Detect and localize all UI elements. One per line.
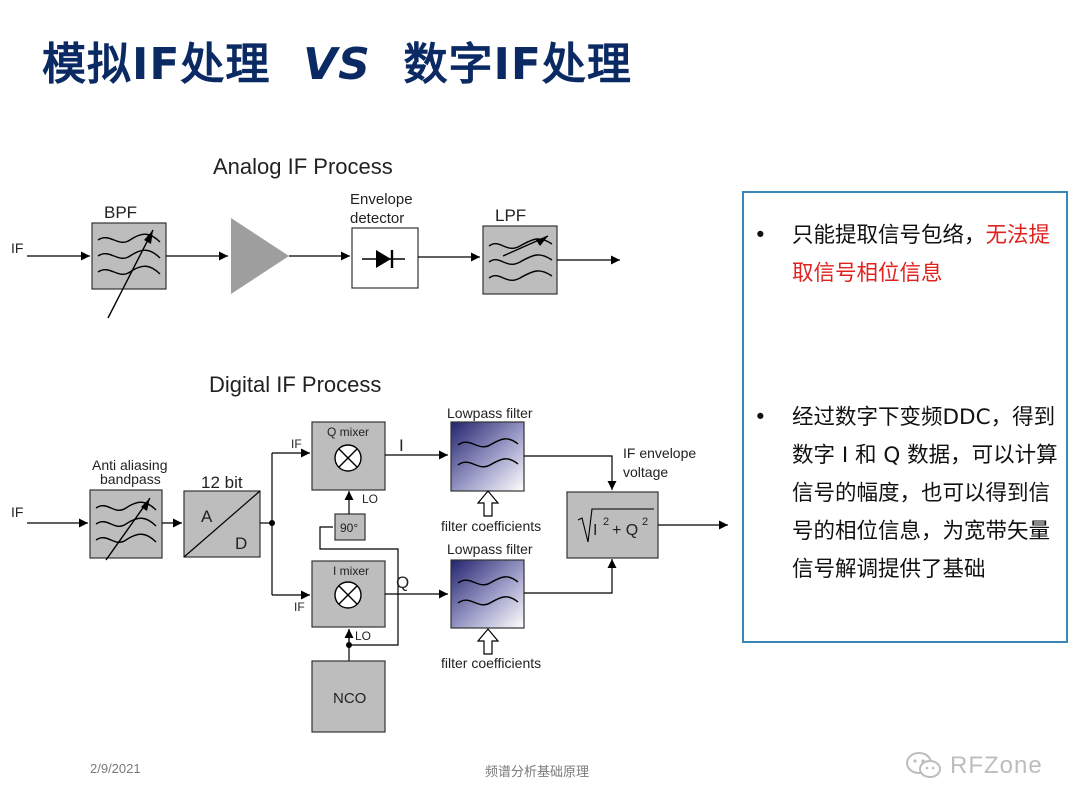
lowpass-bottom-block bbox=[450, 559, 525, 629]
i-signal-label: I bbox=[399, 436, 404, 455]
anti-alias-label-1: Anti aliasing bbox=[92, 457, 168, 473]
adc-split-wires bbox=[260, 453, 275, 595]
title-left: 模拟IF处理 bbox=[42, 39, 271, 90]
i-mixer-lo-label: LO bbox=[355, 629, 371, 643]
phase-shifter-block bbox=[334, 513, 366, 541]
adc-a: A bbox=[201, 507, 213, 526]
i-mixer-label: I mixer bbox=[333, 564, 369, 578]
envelope-out-label-1: IF envelope bbox=[623, 445, 696, 461]
envelope-compute-block bbox=[566, 491, 659, 559]
phase-shifter-label: 90° bbox=[340, 521, 358, 535]
formula-i: I bbox=[593, 522, 597, 539]
footer-date: 2/9/2021 bbox=[90, 761, 141, 776]
amplifier-triangle bbox=[231, 218, 289, 294]
analog-heading: Analog IF Process bbox=[213, 154, 393, 179]
i-mixer-if-label: IF bbox=[294, 600, 305, 614]
formula-sup-1: 2 bbox=[603, 516, 609, 528]
bullet-dot: • bbox=[754, 223, 767, 248]
i-mixer-block bbox=[311, 560, 386, 628]
adc-d: D bbox=[235, 534, 247, 553]
lpf-label: LPF bbox=[495, 206, 526, 225]
title-vs: VS bbox=[303, 39, 371, 90]
adc-block bbox=[183, 490, 261, 558]
formula-sup-2: 2 bbox=[642, 516, 648, 528]
note-analog-highlight: 无法提取信号相位信息 bbox=[792, 223, 1051, 286]
lowpass-top-block bbox=[450, 421, 525, 492]
envelope-label-2: detector bbox=[350, 210, 404, 227]
analog-if-label: IF bbox=[11, 240, 23, 256]
nco-block bbox=[311, 660, 386, 733]
wechat-icon bbox=[906, 752, 941, 778]
bpf-block bbox=[91, 222, 167, 319]
anti-alias-label-2: bandpass bbox=[100, 471, 161, 487]
notes-box: • 只能提取信号包络，无法提取信号相位信息 • 经过数字下变频DDC，得到数字 … bbox=[742, 191, 1068, 643]
bottom-lowpass-to-envelope bbox=[524, 559, 617, 594]
watermark-text: RFZone bbox=[950, 752, 1043, 779]
formula-plus-q: + Q bbox=[612, 522, 638, 539]
bpf-label: BPF bbox=[104, 203, 137, 222]
q-mixer-if-label: IF bbox=[291, 437, 302, 451]
anti-alias-filter-block bbox=[89, 489, 163, 561]
footer-title: 频谱分析基础原理 bbox=[485, 764, 590, 779]
adc-bits-label: 12 bit bbox=[201, 473, 243, 492]
slide-title: 模拟IF处理 VS 数字IF处理 bbox=[42, 28, 632, 92]
note-digital: • 经过数字下变频DDC，得到数字 I 和 Q 数据，可以计算信号的幅度，也可以… bbox=[754, 399, 1058, 589]
nco-label: NCO bbox=[333, 690, 366, 707]
coeff-bottom-label: filter coefficients bbox=[441, 655, 541, 671]
digital-heading: Digital IF Process bbox=[209, 372, 381, 397]
watermark: RFZone bbox=[904, 750, 1043, 782]
note-analog-text: 只能提取信号包络， bbox=[792, 223, 986, 248]
block-diagram: Analog IF Process IF BPF Envelope detect… bbox=[11, 154, 728, 733]
envelope-label-1: Envelope bbox=[350, 191, 413, 208]
note-analog: • 只能提取信号包络，无法提取信号相位信息 bbox=[754, 217, 1058, 293]
title-right: 数字IF处理 bbox=[403, 39, 632, 90]
q-mixer-label: Q mixer bbox=[327, 425, 369, 439]
coeff-top-label: filter coefficients bbox=[441, 518, 541, 534]
bullet-dot: • bbox=[754, 405, 767, 430]
coeff-top-arrow bbox=[476, 490, 500, 517]
top-lowpass-to-envelope bbox=[524, 455, 617, 490]
note-digital-text: 经过数字下变频DDC，得到数字 I 和 Q 数据，可以计算信号的幅度，也可以得到… bbox=[792, 405, 1058, 582]
q-mixer-lo-label: LO bbox=[362, 492, 378, 506]
envelope-out-label-2: voltage bbox=[623, 464, 668, 480]
q-signal-label: Q bbox=[396, 573, 409, 592]
digital-if-label: IF bbox=[11, 504, 23, 520]
envelope-detector-block bbox=[351, 227, 419, 289]
lowpass-top-label: Lowpass filter bbox=[447, 405, 533, 421]
q-mixer-block bbox=[311, 421, 386, 491]
coeff-bottom-arrow bbox=[476, 628, 500, 655]
lpf-block bbox=[482, 225, 558, 295]
lowpass-bottom-label: Lowpass filter bbox=[447, 541, 533, 557]
